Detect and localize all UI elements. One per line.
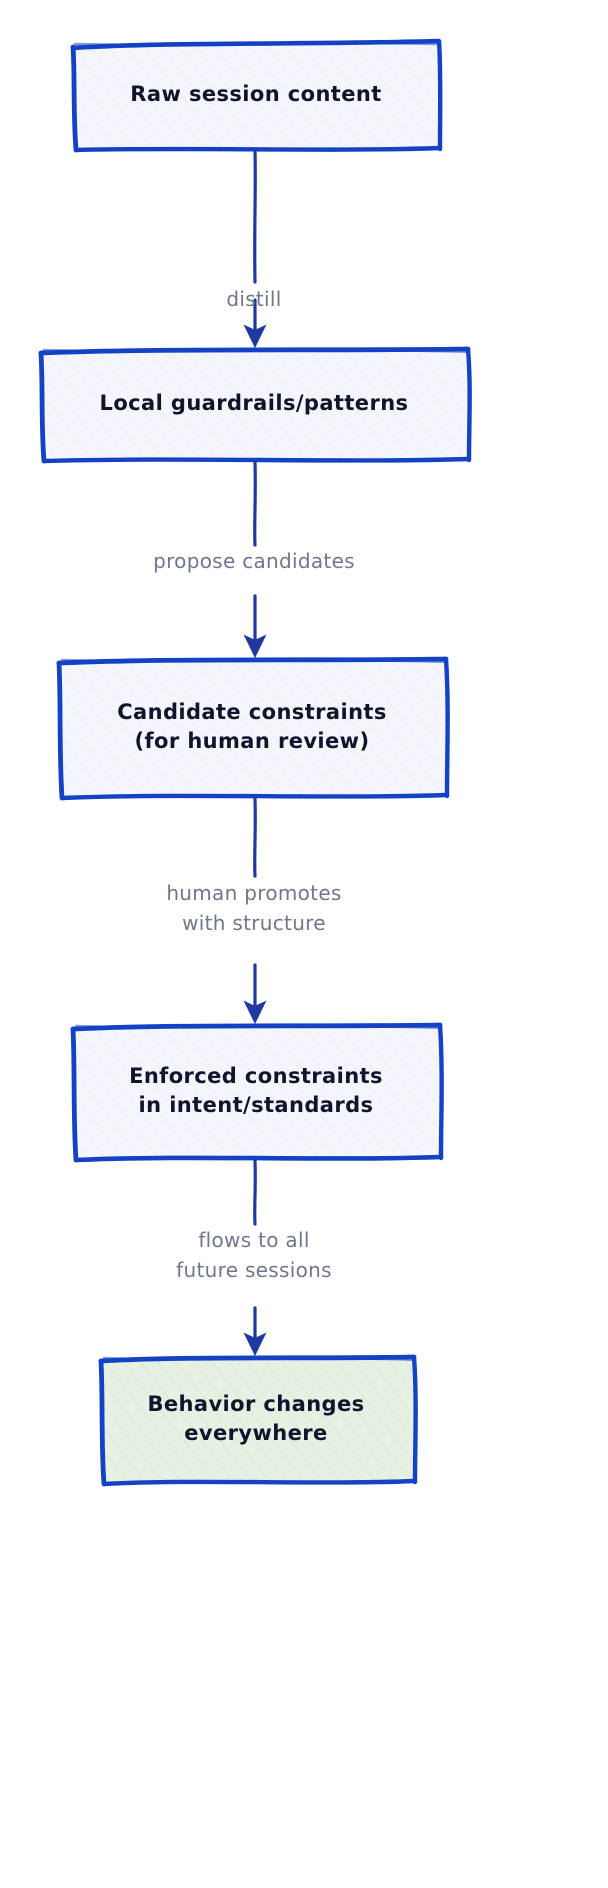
edge-propose-candidates-connector: [243, 460, 267, 659]
node-local-guardrails-patterns: [38, 346, 472, 464]
node-candidate-constraints: [56, 656, 450, 801]
node-behavior-changes-everywhere: [98, 1354, 418, 1487]
edge-flows-to-all-connector: [243, 1159, 267, 1357]
edge-distill-connector: [243, 149, 267, 349]
node-raw-session-content: [70, 38, 443, 153]
node-enforced-constraints: [70, 1022, 444, 1163]
edge-human-promotes-connector: [243, 797, 267, 1025]
